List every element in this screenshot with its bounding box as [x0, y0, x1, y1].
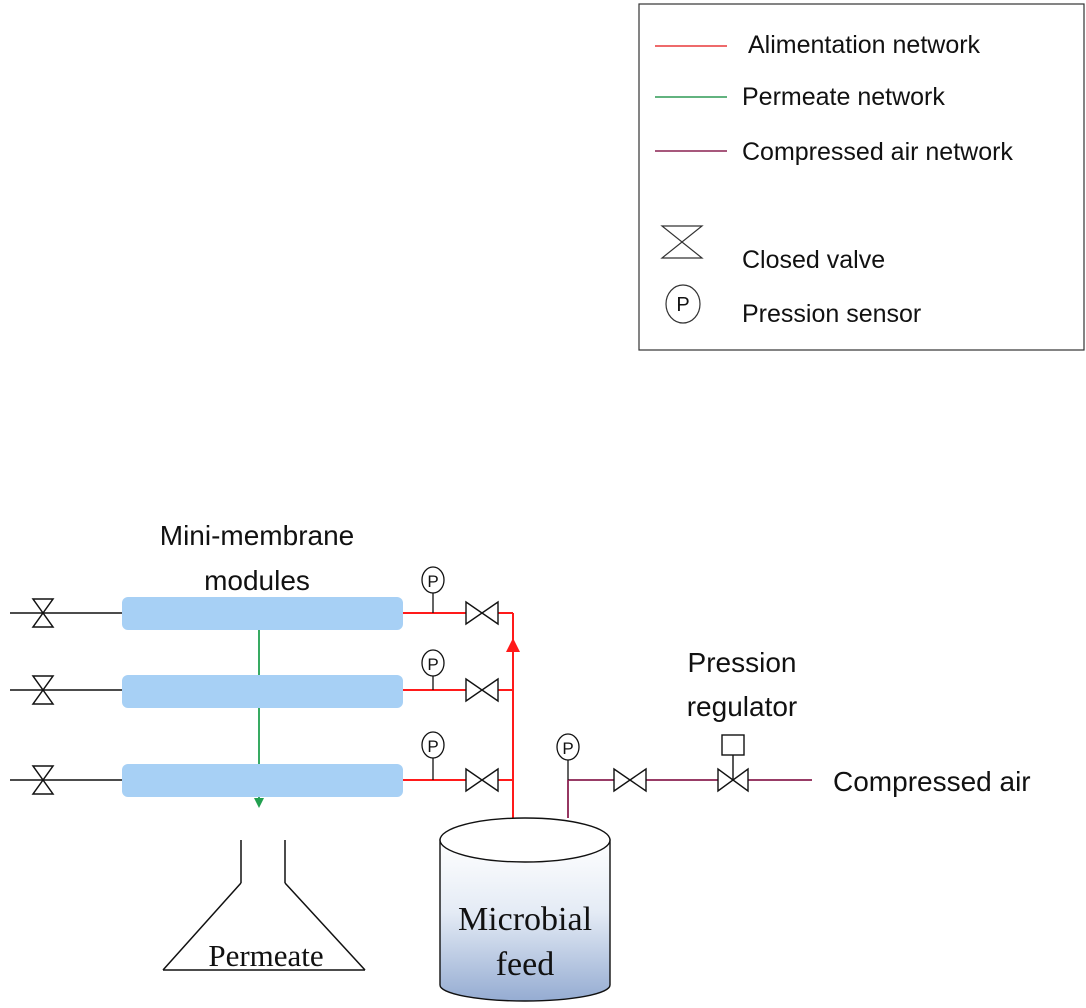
legend: Alimentation network Permeate network Co…	[638, 3, 1085, 351]
tank-label-line1: Microbial	[458, 901, 592, 938]
svg-text:P: P	[427, 572, 438, 591]
pressure-sensor-icon: P	[665, 284, 701, 324]
svg-text:P: P	[562, 739, 573, 758]
pressure-sensor-module-3: P	[421, 731, 445, 780]
module-valve-icon-2	[465, 677, 499, 703]
svg-text:P: P	[427, 655, 438, 674]
modules-title-line2: modules	[204, 565, 310, 596]
tank-label-line2: feed	[496, 946, 555, 983]
pressure-sensor-module-1: P	[421, 566, 445, 613]
end-valve-icon-2	[31, 675, 55, 705]
membrane-module-1	[122, 597, 403, 630]
modules-title-line1: Mini-membrane	[160, 520, 355, 551]
regulator-title-line1: Pression	[688, 647, 797, 678]
legend-label-permeate: Permeate network	[742, 83, 945, 111]
regulator-title-line2: regulator	[687, 691, 798, 722]
membrane-module-3	[122, 764, 403, 797]
end-valve-icon-1	[31, 598, 55, 628]
pressure-sensor-module-2: P	[421, 649, 445, 690]
end-valve-icon-3	[31, 765, 55, 795]
svg-text:P: P	[676, 294, 689, 316]
pressure-regulator-icon	[717, 734, 749, 793]
alimentation-arrow-icon	[506, 638, 520, 652]
compressed-air-label: Compressed air	[833, 766, 1031, 797]
svg-text:P: P	[427, 737, 438, 756]
microbial-feed-tank: Microbial feed	[439, 817, 611, 1002]
legend-label-closed-valve: Closed valve	[742, 246, 885, 274]
permeate-label: Permeate	[208, 938, 323, 973]
legend-box	[638, 3, 1085, 351]
pressure-sensor-air: P	[556, 733, 580, 780]
legend-label-pressure-sensor: Pression sensor	[742, 300, 921, 328]
legend-label-compressed-air: Compressed air network	[742, 138, 1013, 166]
closed-valve-icon	[660, 225, 704, 259]
module-valve-icon-1	[465, 600, 499, 626]
membrane-module-2	[122, 675, 403, 708]
air-valve-icon	[613, 767, 647, 793]
permeate-flask	[162, 840, 366, 971]
module-valve-icon-3	[465, 767, 499, 793]
compressed-air-network	[567, 779, 812, 818]
legend-label-alimentation: Alimentation network	[748, 31, 981, 59]
left-end-valves	[10, 598, 122, 795]
permeate-arrow-icon	[254, 798, 264, 808]
